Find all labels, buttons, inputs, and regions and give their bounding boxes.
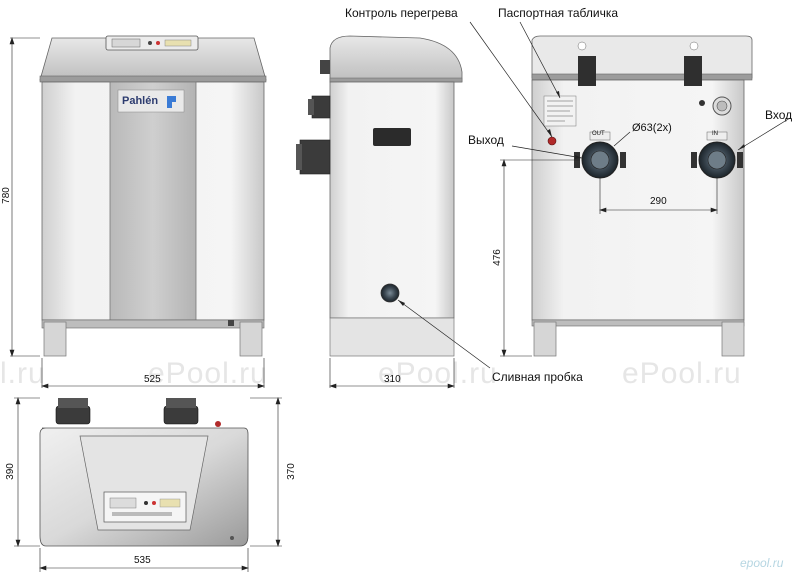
dim-text-535: 535 <box>134 555 151 566</box>
back-view <box>531 35 753 357</box>
dim-front-height <box>9 37 40 357</box>
side-view <box>296 35 463 357</box>
watermark-2: ePool.ru <box>378 357 498 390</box>
dim-text-780: 780 <box>0 187 12 204</box>
dim-side-depth <box>329 358 455 389</box>
dim-text-476: 476 <box>491 249 503 266</box>
label-overheat-control: Контроль перегрева <box>345 6 458 20</box>
dim-text-525: 525 <box>144 374 161 385</box>
leader-lines <box>397 21 791 369</box>
label-nameplate: Паспортная табличка <box>498 6 619 20</box>
dim-top-inner <box>250 397 282 547</box>
corner-watermark: epool.ru <box>740 556 784 570</box>
dim-text-290: 290 <box>650 196 667 207</box>
port-tag-in: IN <box>712 131 718 137</box>
label-outlet: Выход <box>468 133 504 147</box>
dim-text-390: 390 <box>4 463 16 480</box>
watermark-3: ePool.ru <box>622 357 742 390</box>
leader-arrowheads <box>398 91 745 306</box>
watermark-left: l.ru <box>0 357 46 390</box>
brand-logo-text: Pahlén <box>122 95 159 107</box>
top-view <box>39 398 249 547</box>
label-pipe-diameter: Ø63(2x) <box>632 122 672 134</box>
dim-text-370: 370 <box>285 463 297 480</box>
dim-top-outer <box>14 397 40 547</box>
label-inlet: Вход <box>765 108 793 122</box>
dim-top-width <box>39 548 249 572</box>
dim-pipe-spacing <box>599 178 718 214</box>
dim-connection-height <box>500 159 580 357</box>
dim-front-width <box>41 358 265 389</box>
port-tag-out: OUT <box>592 131 605 137</box>
front-view <box>39 35 267 357</box>
label-drain-plug: Сливная пробка <box>492 370 583 384</box>
dim-text-310: 310 <box>384 374 401 385</box>
watermark-1: ePool.ru <box>148 357 268 390</box>
